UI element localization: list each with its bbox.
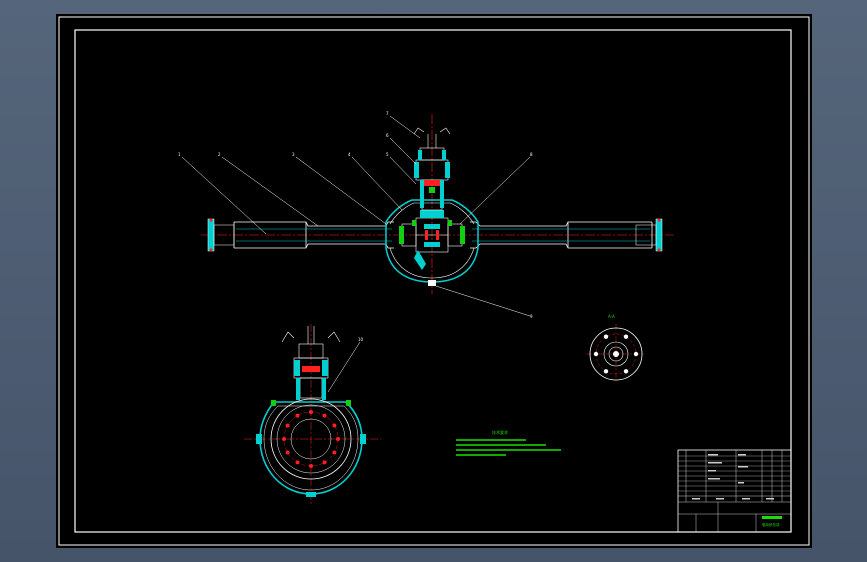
bolt-hole	[623, 369, 629, 374]
bolt-hole	[309, 410, 313, 414]
bolt-hole	[633, 351, 639, 357]
axle-assembly-view: 1 2 3 4 5 6 7 8 9 10	[178, 111, 674, 393]
balloon-1: 1	[178, 152, 181, 157]
inner-border	[74, 29, 792, 533]
bolt-hole	[603, 369, 609, 374]
bolt-hole	[285, 423, 290, 428]
section-a-a: A-A	[586, 314, 646, 384]
drawing-canvas: 1 2 3 4 5 6 7 8 9 10	[58, 16, 810, 546]
balloon-10: 10	[358, 337, 364, 342]
section-label: A-A	[608, 314, 615, 319]
balloon-4: 4	[348, 152, 351, 157]
notes-text-lines	[456, 439, 561, 456]
bolt-hole	[336, 437, 340, 441]
title-block: 驱动桥总成	[677, 449, 792, 533]
balloon-8: 8	[530, 152, 533, 157]
drawing-name-bar	[762, 516, 782, 519]
bolt-hole	[593, 351, 599, 357]
balloon-2: 2	[218, 152, 221, 157]
balloon-7: 7	[386, 111, 389, 116]
bolt-hole	[623, 334, 629, 339]
balloon-labels: 1 2 3 4 5 6 7 8 9 10	[178, 111, 533, 342]
drawing-name: 驱动桥总成	[762, 522, 780, 527]
bolt-hole	[295, 460, 300, 465]
bolt-hole	[295, 413, 300, 418]
bolt-hole	[332, 450, 337, 455]
balloon-9: 9	[530, 314, 533, 319]
title-block-text-lines	[692, 454, 774, 500]
balloon-5: 5	[386, 152, 389, 157]
bolt-hole	[282, 437, 286, 441]
drawing-sheet: 1 2 3 4 5 6 7 8 9 10	[56, 14, 812, 548]
flange-bolts	[593, 334, 639, 374]
outer-border	[58, 16, 810, 546]
bolt-hole	[603, 334, 609, 339]
notes-title: 技术要求	[492, 429, 508, 435]
bolt-hole	[309, 464, 313, 468]
ring-gear-bolts	[282, 410, 340, 468]
balloon-6: 6	[386, 133, 389, 138]
leader-lines	[181, 115, 531, 393]
technical-notes: 技术要求	[456, 429, 561, 456]
bolt-hole	[332, 423, 337, 428]
balloon-3: 3	[292, 152, 295, 157]
side-view	[244, 324, 381, 504]
bolt-hole	[322, 413, 327, 418]
bolt-hole	[322, 460, 327, 465]
bolt-hole	[285, 450, 290, 455]
